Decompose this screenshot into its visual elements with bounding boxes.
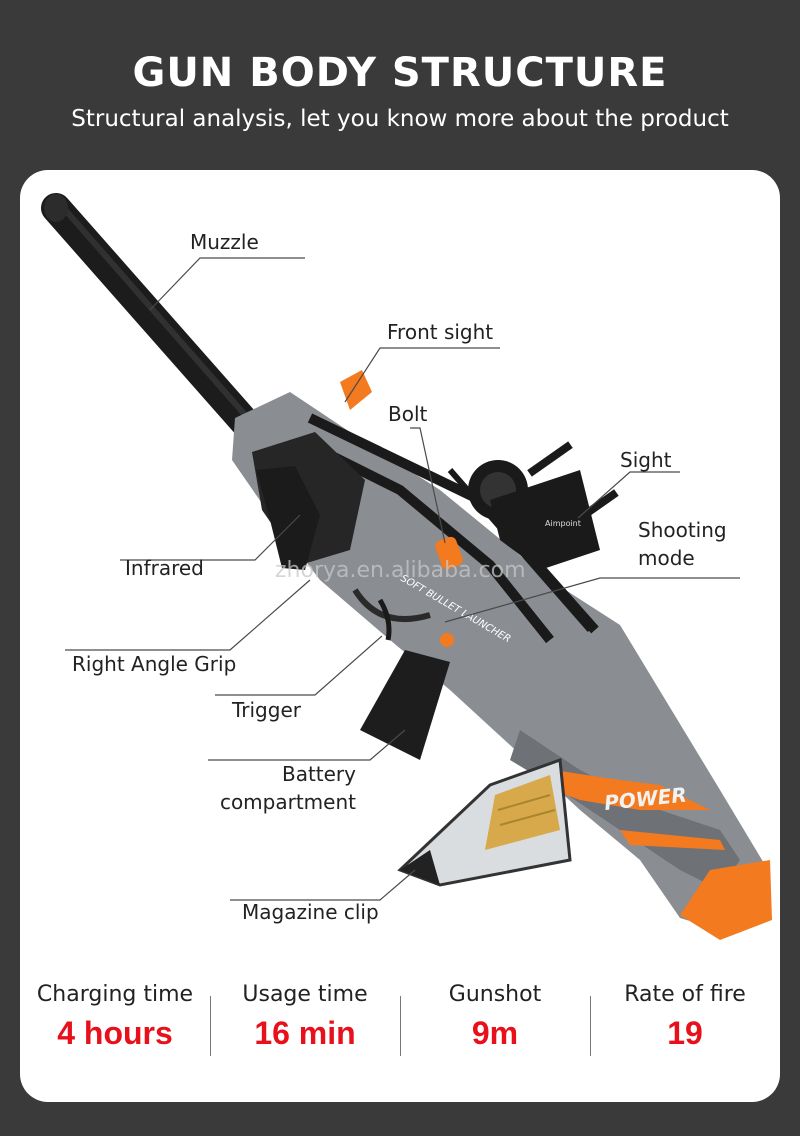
gun-illustration: POWER Aimpoint SOFT BULLET LAUNCHER	[41, 193, 772, 940]
callout-bolt: Bolt	[388, 402, 428, 426]
spec-usage-time: Usage time 16 min	[210, 976, 400, 1066]
stock-butt	[680, 860, 772, 940]
power-decal	[540, 768, 710, 810]
magazine	[397, 757, 572, 887]
callout-leaders	[65, 257, 740, 901]
spec-value: 19	[667, 1015, 703, 1051]
callout-trigger: Trigger	[232, 698, 301, 722]
trigger	[377, 598, 392, 641]
pistol-grip	[360, 650, 450, 760]
spec-gunshot: Gunshot 9m	[400, 976, 590, 1066]
spec-charging-time: Charging time 4 hours	[20, 976, 210, 1066]
spec-label: Charging time	[36, 982, 194, 1007]
callout-sight: Sight	[620, 448, 672, 472]
spec-value: 16 min	[254, 1015, 356, 1051]
callout-infrared: Infrared	[125, 556, 204, 580]
red-dot-sight: Aimpoint	[468, 441, 619, 570]
shooting-mode-switch	[440, 633, 454, 647]
spec-label: Gunshot	[448, 982, 542, 1007]
callout-front-sight: Front sight	[387, 320, 494, 344]
callout-battery-line2: compartment	[219, 790, 356, 814]
callout-battery-compartment: Battery compartment	[208, 760, 356, 816]
callout-right-angle-grip: Right Angle Grip	[72, 652, 237, 676]
spec-row: Charging time 4 hours Usage time 16 min …	[20, 976, 780, 1066]
spec-value: 4 hours	[57, 1015, 173, 1051]
product-card: POWER Aimpoint SOFT BULLET LAUNCHER	[20, 170, 780, 1102]
bolt-handle	[435, 536, 463, 570]
spec-label: Rate of fire	[624, 982, 746, 1007]
page-subtitle: Structural analysis, let you know more a…	[71, 106, 729, 132]
muzzle-barrel	[41, 193, 265, 443]
spec-label: Usage time	[242, 982, 368, 1007]
callout-shooting-mode-line2: mode	[638, 546, 695, 570]
spec-rate-of-fire: Rate of fire 19	[590, 976, 780, 1066]
watermark: zhorya.en.alibaba.com	[275, 558, 526, 583]
sight-brand: Aimpoint	[545, 519, 581, 528]
callout-muzzle: Muzzle	[190, 230, 259, 254]
callout-magazine-clip: Magazine clip	[242, 900, 379, 924]
callout-shooting-mode: Shooting mode	[638, 516, 727, 572]
callout-shooting-mode-line1: Shooting	[638, 518, 727, 542]
callout-battery-line1: Battery	[281, 762, 356, 786]
right-angle-grip	[256, 466, 320, 570]
front-sight	[340, 370, 372, 410]
spec-value: 9m	[471, 1015, 519, 1051]
page-title: GUN BODY STRUCTURE	[132, 50, 668, 96]
